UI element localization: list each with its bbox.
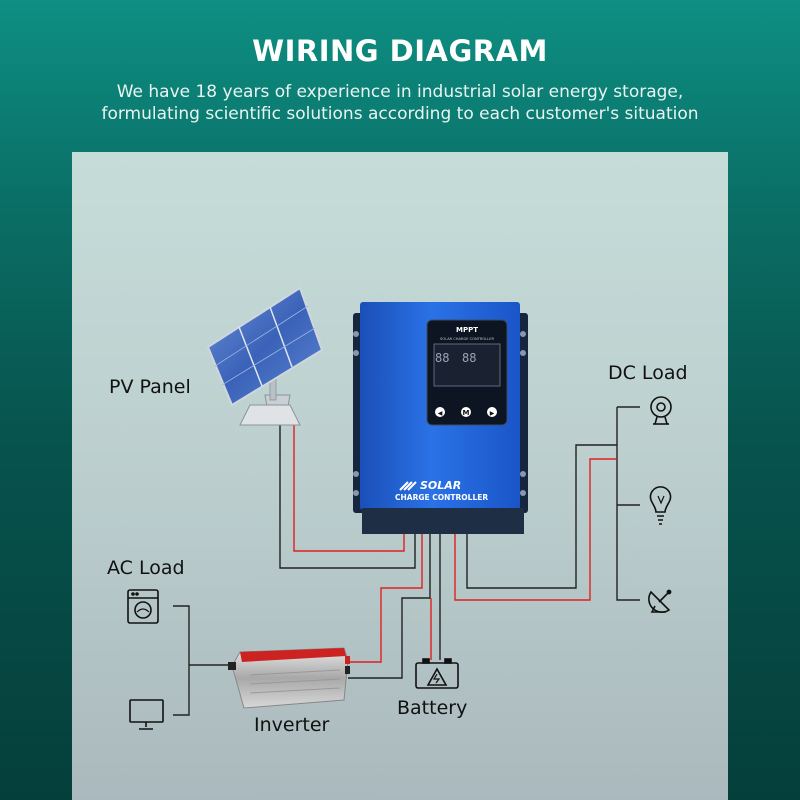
satellite-dish-icon: [648, 589, 672, 613]
washing-machine-icon: [127, 589, 159, 624]
charge-controller-image: 88 88: [353, 302, 528, 534]
svg-text:88: 88: [435, 351, 449, 365]
inverter-label: Inverter: [254, 714, 330, 736]
webcam-icon: [650, 396, 672, 425]
pv-panel-label: PV Panel: [109, 376, 191, 398]
svg-text:88: 88: [462, 351, 476, 365]
negative-wires: [173, 406, 640, 716]
dc-load-label: DC Load: [608, 362, 688, 384]
page-subtitle-line-2: formulating scientific solutions accordi…: [101, 104, 699, 124]
inverter-image: [228, 647, 350, 709]
page-subtitle-line-1: We have 18 years of experience in indust…: [116, 82, 684, 102]
positive-wires: [293, 425, 617, 663]
controller-button-left: ◀: [438, 410, 443, 417]
page-title: WIRING DIAGRAM: [252, 34, 548, 68]
controller-brand-solar: SOLAR: [420, 479, 461, 492]
controller-screen-subtitle: SOLAR CHARGE CONTROLLER: [440, 337, 494, 341]
controller-screen-title: MPPT: [456, 326, 478, 334]
controller-button-right: ▶: [490, 410, 495, 417]
pv-panel-image: [206, 286, 324, 426]
battery-icon: [415, 658, 459, 689]
controller-button-mid: M: [463, 409, 470, 417]
ac-load-label: AC Load: [107, 557, 185, 579]
monitor-icon: [129, 699, 164, 730]
battery-label: Battery: [397, 697, 468, 719]
light-bulb-icon: [649, 486, 672, 525]
controller-brand-charge-controller: CHARGE CONTROLLER: [395, 493, 488, 502]
